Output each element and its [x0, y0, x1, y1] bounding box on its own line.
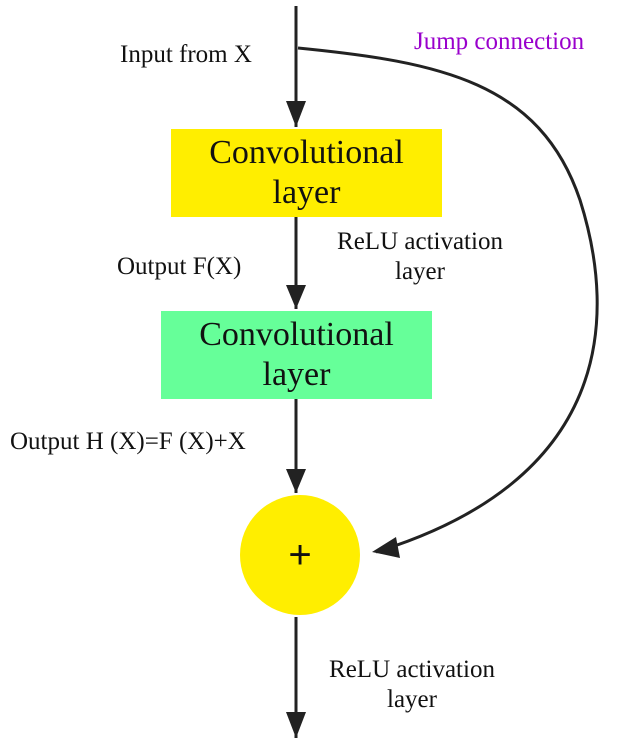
relu-label-2-line1: ReLU activation — [329, 656, 495, 683]
jump-connection-arrowhead — [372, 537, 400, 558]
output-h-label: Output H (X)=F (X)+X — [10, 428, 246, 455]
relu-label-1-line1: ReLU activation — [337, 228, 503, 255]
output-arrowhead — [286, 712, 306, 738]
relu-label-2-line2: layer — [387, 686, 437, 713]
sum-node: + — [240, 495, 360, 615]
input-label: Input from X — [120, 41, 252, 68]
conv-layer-2-subtitle: layer — [262, 356, 331, 393]
relu-label-1-line2: layer — [395, 258, 445, 285]
jump-connection-label: Jump connection — [414, 28, 585, 55]
conv-layer-1-subtitle: layer — [272, 174, 341, 211]
plus-icon: + — [288, 533, 312, 577]
conv2-to-sum-arrowhead — [286, 469, 306, 493]
output-f-label: Output F(X) — [117, 253, 242, 280]
relu-label-1: ReLU activation layer — [320, 227, 520, 287]
jump-connection-curve — [297, 46, 599, 554]
conv1-to-conv2-arrowhead — [286, 285, 306, 309]
conv-layer-2: Convolutional layer — [161, 311, 432, 399]
input-arrowhead — [286, 101, 306, 127]
conv-layer-1: Convolutional layer — [171, 129, 442, 217]
relu-label-2: ReLU activation layer — [312, 655, 512, 715]
conv-layer-2-title: Convolutional — [199, 316, 394, 353]
conv-layer-1-title: Convolutional — [209, 134, 404, 171]
